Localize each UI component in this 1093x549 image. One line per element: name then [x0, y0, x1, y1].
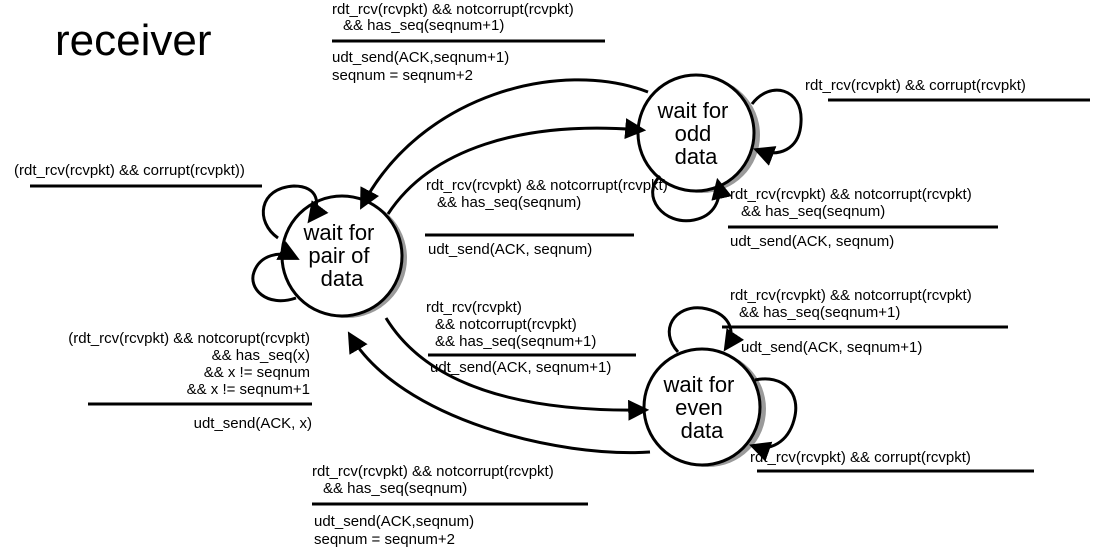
- label-pair-other: (rdt_rcv(rcvpkt) && notcorupt(rcvpkt) &&…: [68, 330, 312, 432]
- self-loop-pair-bottom: [251, 241, 300, 303]
- self-loop-even-right: [749, 377, 798, 462]
- event-text: (rdt_rcv(rcvpkt) && notcorupt(rcvpkt): [68, 330, 310, 347]
- event-text: rdt_rcv(rcvpkt) && notcorrupt(rcvpkt): [332, 1, 574, 18]
- state-even-line-3: data: [681, 418, 725, 443]
- action-text: udt_send(ACK, seqnum): [428, 241, 592, 258]
- action-text: udt_send(ACK,seqnum+1): [332, 49, 509, 66]
- event-text: rdt_rcv(rcvpkt) && notcorrupt(rcvpkt): [730, 186, 972, 203]
- action-text: seqnum = seqnum+2: [332, 67, 473, 84]
- action-text: seqnum = seqnum+2: [314, 531, 455, 548]
- event-text: && has_seq(seqnum+1): [343, 17, 504, 34]
- event-text: && x != seqnum+1: [187, 381, 310, 398]
- state-pair-line-3: data: [321, 266, 365, 291]
- label-even-self-seq1: rdt_rcv(rcvpkt) && notcorrupt(rcvpkt) &&…: [722, 287, 1008, 356]
- event-text: && has_seq(seqnum): [741, 203, 885, 220]
- event-text: rdt_rcv(rcvpkt) && corrupt(rcvpkt): [805, 77, 1026, 94]
- label-pair-to-even: rdt_rcv(rcvpkt) && notcorrupt(rcvpkt) &&…: [426, 299, 636, 376]
- event-text: rdt_rcv(rcvpkt): [426, 299, 522, 316]
- action-text: udt_send(ACK, seqnum): [730, 233, 894, 250]
- action-text: udt_send(ACK, seqnum+1): [430, 359, 611, 376]
- self-loop-pair-top: [261, 184, 329, 240]
- action-text: udt_send(ACK,seqnum): [314, 513, 474, 530]
- state-odd-line-2: odd: [675, 121, 712, 146]
- state-even-label: wait for even data: [662, 372, 740, 443]
- state-even-line-1: wait for: [662, 372, 734, 397]
- label-odd-self-seq: rdt_rcv(rcvpkt) && notcorrupt(rcvpkt) &&…: [728, 186, 998, 250]
- event-text: && has_seq(seqnum+1): [435, 333, 596, 350]
- event-text: rdt_rcv(rcvpkt) && notcorrupt(rcvpkt): [312, 463, 554, 480]
- self-loop-even-top: [667, 306, 745, 354]
- event-text: (rdt_rcv(rcvpkt) && corrupt(rcvpkt)): [14, 162, 245, 179]
- event-text: && has_seq(seqnum): [437, 194, 581, 211]
- event-text: rdt_rcv(rcvpkt) && notcorrupt(rcvpkt): [426, 177, 668, 194]
- state-pair-label: wait for pair of data: [302, 220, 380, 291]
- label-even-to-pair: rdt_rcv(rcvpkt) && notcorrupt(rcvpkt) &&…: [312, 463, 588, 548]
- event-text: && has_seq(seqnum): [323, 480, 467, 497]
- action-text: udt_send(ACK, x): [194, 415, 312, 432]
- state-odd-label: wait for odd data: [656, 98, 734, 169]
- label-odd-to-pair: rdt_rcv(rcvpkt) && notcorrupt(rcvpkt) &&…: [332, 1, 605, 84]
- action-text: udt_send(ACK, seqnum+1): [741, 339, 922, 356]
- event-text: && x != seqnum: [204, 364, 310, 381]
- state-odd-line-1: wait for: [656, 98, 728, 123]
- state-wait-for-pair: wait for pair of data: [280, 194, 407, 318]
- event-text: rdt_rcv(rcvpkt) && corrupt(rcvpkt): [750, 449, 971, 466]
- self-loop-odd-right: [750, 88, 803, 166]
- edge-odd-to-pair: [360, 78, 649, 210]
- state-wait-for-even: wait for even data: [642, 347, 766, 467]
- event-text: && has_seq(seqnum+1): [739, 304, 900, 321]
- label-pair-to-odd: rdt_rcv(rcvpkt) && notcorrupt(rcvpkt) &&…: [425, 177, 668, 258]
- label-even-corrupt: rdt_rcv(rcvpkt) && corrupt(rcvpkt): [750, 449, 1034, 473]
- state-wait-for-odd: wait for odd data: [636, 73, 760, 193]
- edge-pair-to-even: [384, 317, 650, 421]
- label-pair-corrupt: (rdt_rcv(rcvpkt) && corrupt(rcvpkt)): [14, 162, 262, 188]
- event-text: && notcorrupt(rcvpkt): [435, 316, 577, 333]
- state-pair-line-2: pair of: [308, 243, 370, 268]
- edge-even-to-pair: [347, 331, 651, 455]
- self-loop-odd-bottom: [651, 174, 732, 223]
- label-odd-corrupt: rdt_rcv(rcvpkt) && corrupt(rcvpkt): [805, 77, 1090, 102]
- event-text: rdt_rcv(rcvpkt) && notcorrupt(rcvpkt): [730, 287, 972, 304]
- state-even-line-2: even: [675, 395, 723, 420]
- state-pair-line-1: wait for: [302, 220, 374, 245]
- state-odd-line-3: data: [675, 144, 719, 169]
- edge-pair-to-odd: [386, 118, 647, 215]
- diagram-title: receiver: [55, 16, 212, 65]
- event-text: && has_seq(x): [212, 347, 310, 364]
